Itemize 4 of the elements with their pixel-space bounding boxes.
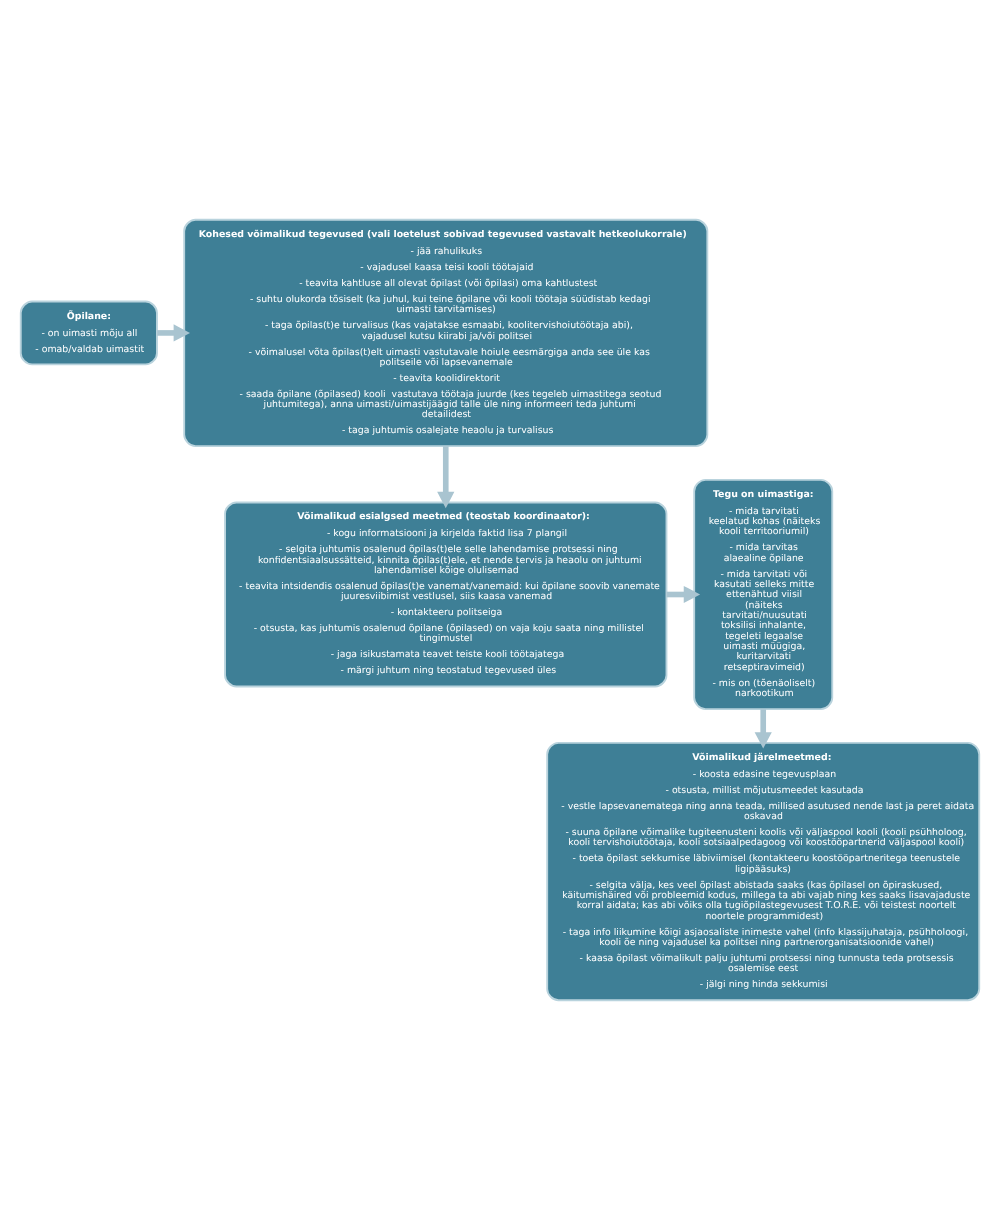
- arrow: [754, 709, 772, 749]
- arrow: [666, 585, 701, 604]
- arrow: [437, 446, 455, 509]
- arrow: [157, 324, 191, 342]
